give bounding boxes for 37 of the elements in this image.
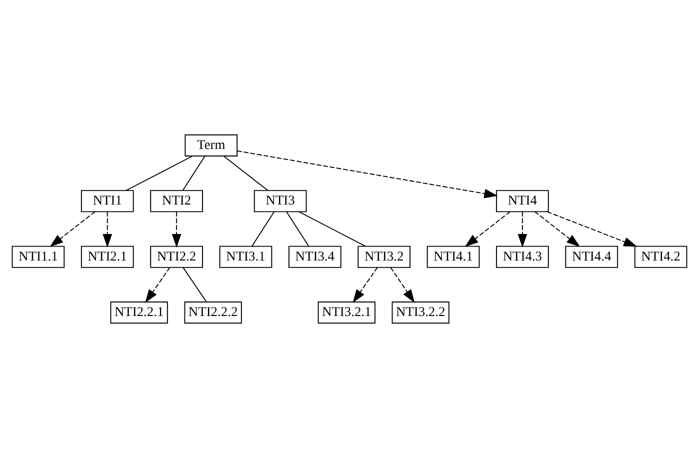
node-box: NTI2.1 [80,246,134,268]
node-box: NTI1.1 [12,246,65,268]
arrow [50,211,96,247]
node-box: NTI3 [254,190,307,212]
node-box: NTI2.2 [150,246,203,268]
node-box: NTI2.2.1 [110,302,168,324]
node-box: NTI3.1 [219,246,272,268]
node-box: NTI4.4 [565,246,618,268]
node-box: NTI3.2.1 [318,302,376,324]
node-box: NTI4 [496,190,549,212]
arrow [145,266,170,303]
node-box: NTI1 [80,190,134,212]
node-box: NTI4.2 [634,246,688,268]
connector [252,211,275,246]
node-box: NTI3.4 [288,246,342,268]
arrow [102,211,112,248]
arrow [352,266,378,303]
connector [182,266,207,302]
arrow [236,150,498,198]
node-box: NTI3.2.2 [392,302,450,324]
node-box: NTI2 [150,190,203,212]
connector [223,156,268,191]
node-box: NTI2.2.2 [184,302,242,324]
node-box: NTI3.2 [358,246,410,268]
connector [126,156,194,191]
arrow [534,211,580,247]
connector [182,156,206,191]
node-box: NTI4.1 [426,246,480,268]
arrow [518,211,528,248]
arrow [172,211,182,248]
connector [298,211,366,247]
connector [286,211,310,246]
arrow [546,211,638,247]
arrow [390,266,415,303]
node-box: NTI4.3 [496,246,549,268]
arrow [464,211,511,247]
node-box: Term [184,134,238,156]
